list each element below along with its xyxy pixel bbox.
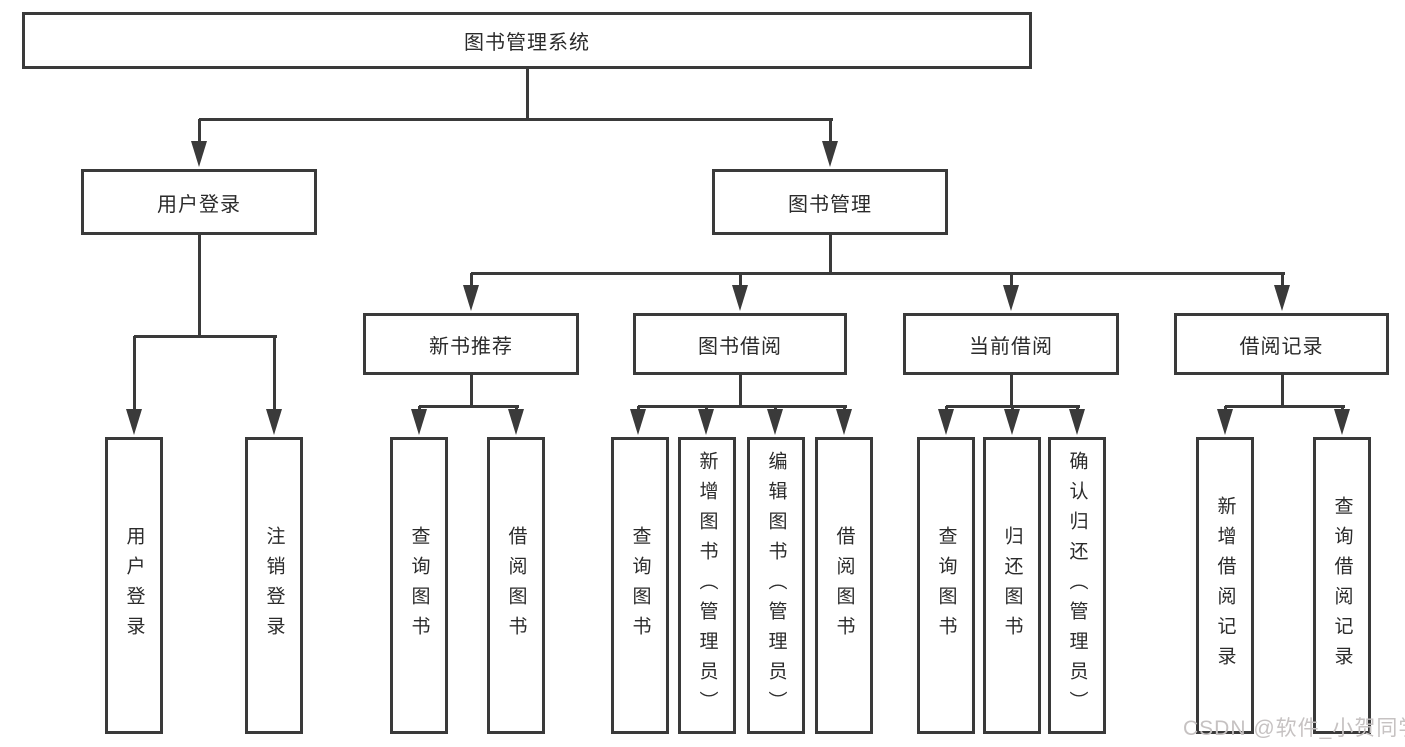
arrow-head-icon	[1274, 285, 1290, 311]
node-label: 新增借阅记录	[1214, 495, 1236, 676]
node-borrowing-records: 借阅记录	[1174, 313, 1389, 375]
node-book-management: 图书管理	[712, 169, 948, 235]
arrow-head-icon	[508, 409, 524, 435]
arrow-shaft	[197, 119, 201, 147]
arrow-shaft	[1009, 273, 1013, 291]
arrow-head-icon	[836, 409, 852, 435]
arrow-head-icon	[1217, 409, 1233, 435]
connector-line	[1225, 404, 1345, 408]
arrow-head-icon	[630, 409, 646, 435]
arrow-head-icon	[1334, 409, 1350, 435]
connector-line	[471, 271, 1285, 275]
arrow-head-icon	[1003, 285, 1019, 311]
arrow-head-icon	[411, 409, 427, 435]
csdn-watermark: CSDN @软件_小贺同学	[1183, 717, 1405, 740]
arrow-shaft	[738, 273, 742, 291]
node-label: 新增图书（管理员）	[696, 450, 718, 721]
arrow-head-icon	[822, 141, 838, 167]
node-leaf-borrow-books: 借阅图书	[815, 437, 873, 734]
node-leaf-query-books-recommend: 查询图书	[390, 437, 448, 734]
node-leaf-query-books-current: 查询图书	[917, 437, 975, 734]
arrow-head-icon	[191, 141, 207, 167]
arrow-shaft	[828, 119, 832, 147]
node-leaf-query-borrow-record: 查询借阅记录	[1313, 437, 1371, 734]
arrow-shaft	[272, 336, 276, 415]
arrow-head-icon	[266, 409, 282, 435]
node-label: 注销登录	[263, 525, 285, 646]
connector-line	[1009, 375, 1013, 406]
node-leaf-return-books: 归还图书	[983, 437, 1041, 734]
node-label: 用户登录	[157, 193, 241, 216]
arrow-shaft	[469, 273, 473, 291]
connector-line	[199, 117, 833, 121]
node-label: 图书借阅	[698, 335, 782, 358]
node-label: 确认归还（管理员）	[1066, 450, 1088, 721]
node-current-borrowing: 当前借阅	[903, 313, 1119, 375]
node-label: 查询图书	[629, 525, 651, 646]
node-label: 编辑图书（管理员）	[765, 450, 787, 721]
node-label: 用户登录	[123, 525, 145, 646]
connector-line	[197, 235, 201, 336]
node-label: 借阅记录	[1239, 335, 1324, 358]
node-label: 借阅图书	[505, 525, 527, 646]
node-label: 当前借阅	[969, 335, 1053, 358]
node-leaf-confirm-return-admin: 确认归还（管理员）	[1048, 437, 1106, 734]
node-book-borrowing: 图书借阅	[633, 313, 847, 375]
arrow-head-icon	[463, 285, 479, 311]
arrow-shaft	[1280, 273, 1284, 291]
node-leaf-logout: 注销登录	[245, 437, 303, 734]
node-leaf-user-login: 用户登录	[105, 437, 163, 734]
arrow-head-icon	[698, 409, 714, 435]
arrow-head-icon	[938, 409, 954, 435]
node-leaf-query-books-borrowing: 查询图书	[611, 437, 669, 734]
node-leaf-add-books-admin: 新增图书（管理员）	[678, 437, 736, 734]
node-leaf-add-borrow-record: 新增借阅记录	[1196, 437, 1254, 734]
connector-line	[738, 375, 742, 406]
node-label: 图书管理系统	[464, 32, 590, 54]
node-leaf-edit-books-admin: 编辑图书（管理员）	[747, 437, 805, 734]
node-new-book-recommendation: 新书推荐	[363, 313, 579, 375]
connector-line	[469, 375, 473, 406]
connector-line	[1280, 375, 1284, 406]
arrow-head-icon	[1069, 409, 1085, 435]
connector-line	[525, 69, 529, 119]
arrow-head-icon	[1004, 409, 1020, 435]
node-label: 图书管理	[788, 193, 872, 216]
node-label: 归还图书	[1001, 525, 1023, 646]
node-label: 借阅图书	[833, 525, 855, 646]
connector-line	[419, 404, 519, 408]
node-label: 新书推荐	[429, 335, 513, 358]
node-label: 查询图书	[935, 525, 957, 646]
connector-line	[134, 334, 277, 338]
node-library-management-system: 图书管理系统	[22, 12, 1032, 69]
connector-line	[828, 235, 832, 273]
connector-line	[638, 404, 847, 408]
arrow-head-icon	[732, 285, 748, 311]
node-label: 查询借阅记录	[1331, 495, 1353, 676]
arrow-head-icon	[767, 409, 783, 435]
node-leaf-borrow-books-recommend: 借阅图书	[487, 437, 545, 734]
node-user-login: 用户登录	[81, 169, 317, 235]
arrow-head-icon	[126, 409, 142, 435]
arrow-shaft	[132, 336, 136, 415]
node-label: 查询图书	[408, 525, 430, 646]
